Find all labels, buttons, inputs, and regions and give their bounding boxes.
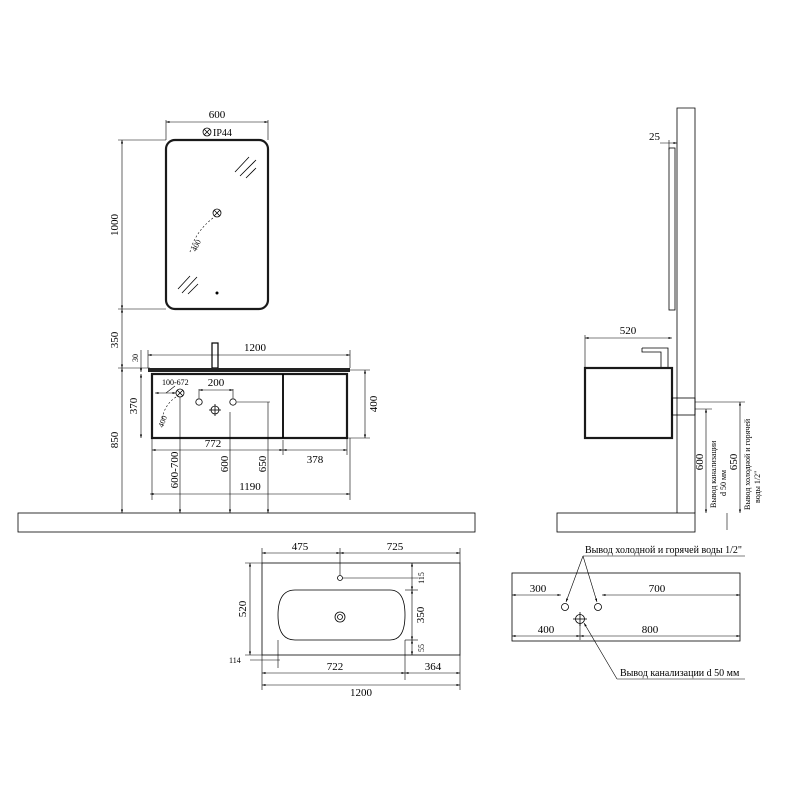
hot-water-hole <box>229 398 237 406</box>
mirror <box>164 138 270 311</box>
install-height-label: 850 <box>109 431 121 448</box>
cabinet-depth-label: 520 <box>620 325 637 337</box>
side-pipe <box>671 397 696 416</box>
ip-rating-label: IP44 <box>213 128 232 139</box>
right-drain-label: 800 <box>642 624 659 636</box>
left-section-label: 772 <box>205 438 222 450</box>
mirror-height-label: 1000 <box>109 214 121 237</box>
floor <box>17 512 476 533</box>
left-water-label: 300 <box>530 583 547 595</box>
water-label-line1: Вывод холодной и горячей <box>743 418 752 510</box>
side-cabinet <box>583 366 674 440</box>
side-drain-height-label: 600 <box>694 453 706 470</box>
side-reach-label: 400 <box>156 414 169 428</box>
front-margin-label: 55 <box>417 644 426 652</box>
cabinet-height-label: 400 <box>368 395 380 412</box>
basin-drain <box>334 611 346 623</box>
wall-cold-water-hole <box>561 603 569 611</box>
right-section-label: 378 <box>307 454 324 466</box>
basin-depth-label: 350 <box>415 606 427 623</box>
water-spacing-label: 200 <box>208 377 225 389</box>
basin-length-label: 722 <box>327 661 344 673</box>
tap-hole <box>337 575 343 581</box>
switch-reach-label: 400 <box>190 238 203 253</box>
side-mirror <box>668 147 676 311</box>
outlet-height-label: 600-700 <box>169 451 181 488</box>
left-drain-label: 400 <box>538 624 555 636</box>
drain-icon <box>209 404 221 416</box>
ip-rating-icon <box>202 127 212 137</box>
outlet-icon <box>175 388 185 398</box>
wall-hot-water-hole <box>594 603 602 611</box>
water-label-line2: воды 1/2" <box>753 471 762 503</box>
wall-drain-icon <box>573 612 587 626</box>
cabinet-width-label: 1190 <box>239 481 261 493</box>
drain-height-label: 600 <box>219 455 231 472</box>
right-water-label: 700 <box>649 583 666 595</box>
cold-water-hole <box>195 398 203 406</box>
countertop-top <box>261 562 461 656</box>
sensor-dot <box>215 291 219 295</box>
countertop <box>148 368 350 372</box>
side-water-height-label: 650 <box>728 453 740 470</box>
front-view: 400 600 IP44 1000 350 30 1200 370 400 <box>17 109 476 533</box>
wall-panel <box>511 572 741 642</box>
side-faucet <box>641 347 669 369</box>
faucet <box>211 342 219 369</box>
pipe-offset-label: 100-672 <box>162 378 189 387</box>
cabinet <box>150 372 349 440</box>
mirror-depth-label: 25 <box>649 131 661 143</box>
left-margin-label: 114 <box>229 656 241 665</box>
side-view: 25 520 600 Вывод канализации d 50 мм 650… <box>556 107 762 533</box>
right-margin-label: 364 <box>425 661 442 673</box>
drain-label-line1: Вывод канализации <box>709 440 718 508</box>
mirror-width-label: 600 <box>209 109 226 121</box>
wall-plan: Вывод холодной и горячей воды 1/2" 300 7… <box>511 545 745 680</box>
tap-right-label: 725 <box>387 541 404 553</box>
side-floor <box>556 512 696 533</box>
drain-outlet-label: Вывод канализации d 50 мм <box>620 668 740 679</box>
tap-back-label: 115 <box>417 572 426 584</box>
counter-thickness-label: 30 <box>131 354 140 362</box>
basin <box>277 589 406 641</box>
switch-icon <box>212 208 222 218</box>
drawer-height-label: 370 <box>128 397 140 414</box>
top-view: 475 725 520 115 350 55 114 722 364 1200 <box>229 541 461 699</box>
water-height-label: 650 <box>257 455 269 472</box>
water-outlet-label: Вывод холодной и горячей воды 1/2" <box>585 545 742 556</box>
tap-left-label: 475 <box>292 541 309 553</box>
drain-label-line2: d 50 мм <box>719 470 728 496</box>
top-total-label: 1200 <box>350 687 373 699</box>
gap-label: 350 <box>109 331 121 348</box>
total-width-label: 1200 <box>244 342 267 354</box>
depth-label: 520 <box>237 600 249 617</box>
mirror-glare-icon <box>177 156 257 295</box>
